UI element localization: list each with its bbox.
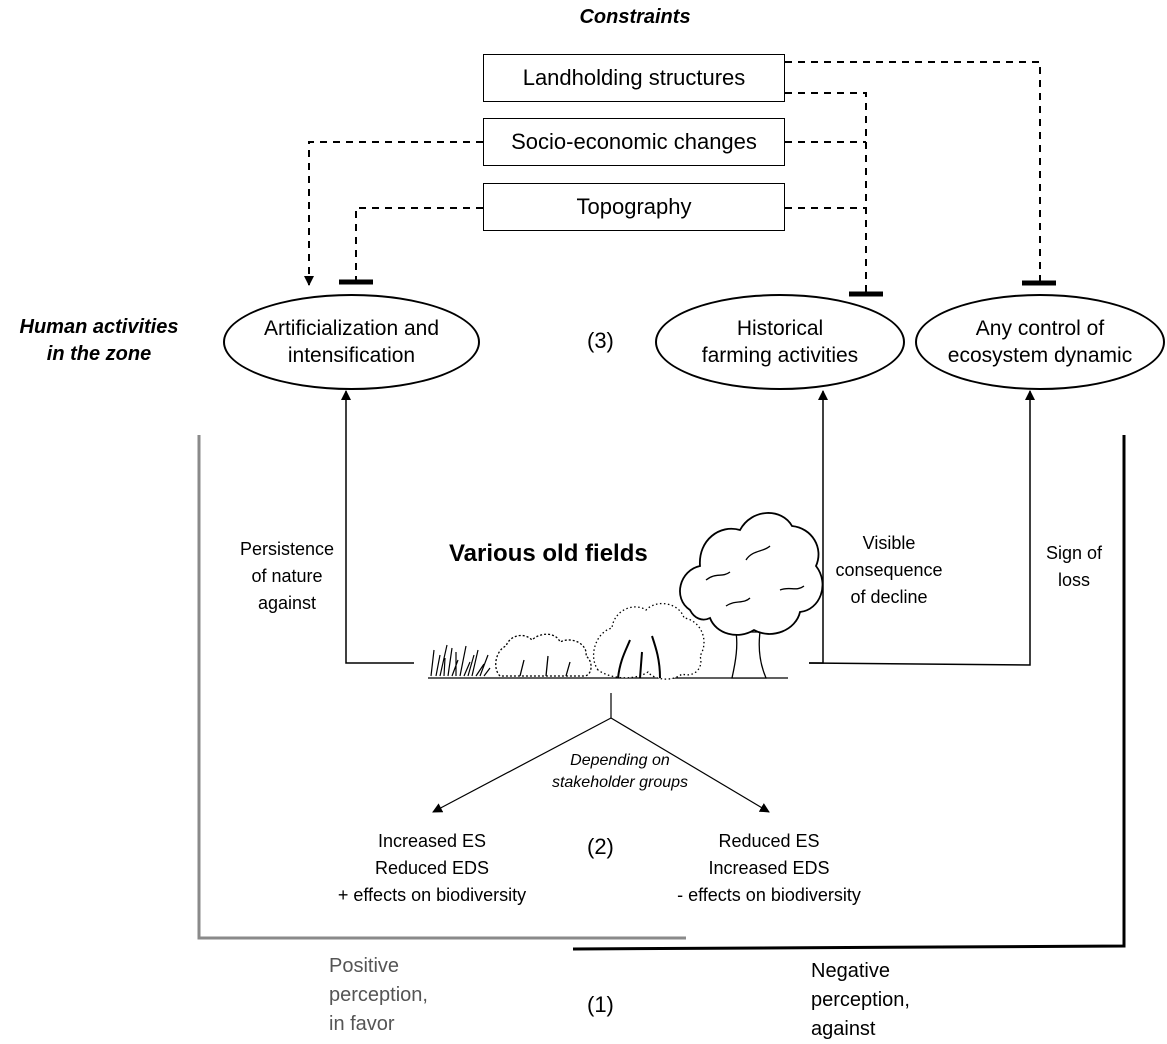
connector-socioeconomic-to-artificialization	[304, 141, 483, 286]
level-1-label: (1)	[587, 992, 614, 1017]
effects-positive: Increased ES Reduced EDS + effects on bi…	[337, 831, 527, 905]
connector-topography-to-artificialization	[355, 207, 483, 281]
activity-historical-farming: Historical farming activities	[655, 294, 905, 390]
arrow-visible-consequence	[809, 390, 828, 664]
depending-on-stakeholders-note: Depending on stakeholder groups	[551, 752, 689, 791]
grass-icon	[430, 644, 491, 677]
tree-icon	[679, 512, 824, 679]
level-2-label: (2)	[587, 834, 614, 859]
activity-historical-farming-label: Historical farming activities	[701, 317, 859, 367]
old-fields-title: Various old fields	[449, 540, 648, 567]
label-visible-consequence: Visible consequence of decline	[835, 533, 943, 607]
constraint-landholding-structures: Landholding structures	[483, 54, 785, 102]
shrub-icon	[495, 633, 592, 677]
activity-artificialization-label: Artificialization and intensification	[263, 317, 440, 367]
level-3-label: (3)	[587, 328, 614, 353]
branch-right-arrow	[610, 717, 770, 813]
arrow-sign-of-loss	[808, 390, 1035, 666]
bush-icon	[593, 602, 705, 680]
bracket-positive-perception	[197, 435, 686, 940]
arrow-persistence	[341, 390, 414, 664]
constraints-heading: Constraints	[579, 6, 691, 28]
constraint-topography: Topography	[483, 183, 785, 231]
connector-landholding-to-control	[785, 61, 1041, 281]
effects-negative: Reduced ES Increased EDS - effects on bi…	[677, 831, 861, 905]
label-persistence-of-nature: Persistence of nature against	[239, 539, 335, 613]
connector-landholding-to-historical	[785, 92, 867, 293]
activity-ecosystem-control: Any control of ecosystem dynamic	[915, 294, 1165, 390]
constraint-socioeconomic-changes: Socio-economic changes	[483, 118, 785, 166]
perception-negative: Negative perception, against	[811, 960, 910, 1040]
old-fields-illustration	[428, 512, 824, 680]
perception-positive: Positive perception, in favor	[329, 955, 428, 1035]
activity-ecosystem-control-label: Any control of ecosystem dynamic	[947, 317, 1133, 367]
activity-artificialization: Artificialization and intensification	[223, 294, 480, 390]
branch-left-arrow	[432, 717, 612, 813]
bracket-negative-perception	[572, 435, 1126, 951]
label-sign-of-loss: Sign of loss	[1045, 543, 1103, 590]
human-activities-heading: Human activities in the zone	[19, 316, 179, 365]
